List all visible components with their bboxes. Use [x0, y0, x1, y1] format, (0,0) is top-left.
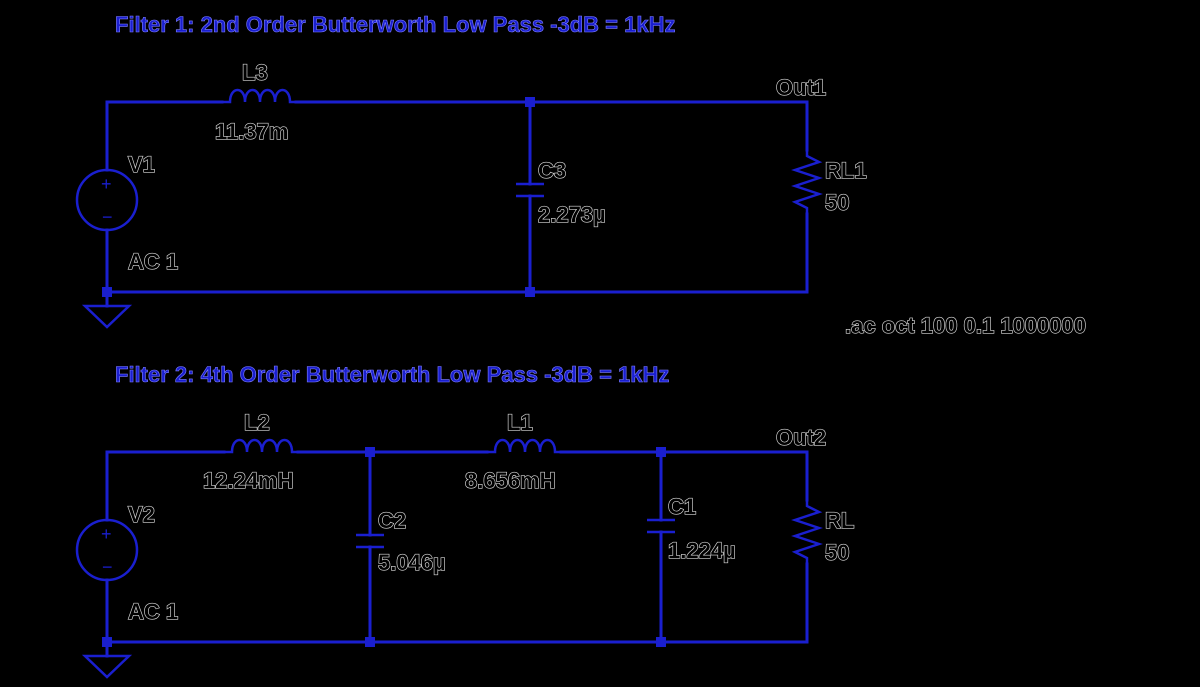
svg-text:−: − [102, 207, 113, 227]
inductor-l2[interactable] [224, 438, 298, 454]
inductor-name-label: L3 [242, 60, 268, 85]
inductor-name-label: L1 [507, 410, 533, 435]
svg-text:+: + [101, 174, 112, 194]
source-value-label: AC 1 [128, 249, 178, 274]
filter-2: Filter 2: 4th Order Butterworth Low Pass… [75, 362, 855, 679]
spice-directive[interactable]: .ac oct 100 0.1 1000000 [844, 312, 1086, 338]
voltage-source-v2[interactable]: + − [75, 518, 139, 582]
junction-dot [656, 447, 666, 457]
junction-dot [656, 637, 666, 647]
ground-symbol[interactable] [81, 654, 133, 679]
inductor-l1[interactable] [487, 438, 561, 454]
filter-2-title: Filter 2: 4th Order Butterworth Low Pass… [115, 362, 669, 387]
capacitor-c3[interactable] [516, 182, 544, 198]
net-label-out1[interactable]: Out1 [775, 74, 826, 100]
filter-1-wires[interactable] [105, 100, 809, 308]
capacitor-name-label: C3 [538, 158, 566, 183]
resistor-value-label: 50 [825, 190, 849, 215]
source-value-label: AC 1 [128, 599, 178, 624]
capacitor-value-label: 5.046µ [378, 550, 446, 575]
filter-1: Filter 1: 2nd Order Butterworth Low Pass… [75, 12, 867, 329]
svg-text:−: − [102, 557, 113, 577]
resistor-rl[interactable] [791, 500, 823, 564]
junction-dot [525, 287, 535, 297]
resistor-value-label: 50 [825, 540, 849, 565]
capacitor-name-label: C2 [378, 508, 406, 533]
resistor-name-label: RL1 [825, 158, 867, 183]
junction-dot [365, 447, 375, 457]
net-label-out2[interactable]: Out2 [775, 424, 826, 450]
junction-dot [365, 637, 375, 647]
source-name-label: V2 [128, 502, 155, 527]
inductor-value-label: 8.656mH [465, 468, 556, 493]
ground-symbol[interactable] [81, 304, 133, 329]
svg-text:+: + [101, 524, 112, 544]
junction-dot [102, 637, 112, 647]
capacitor-c2[interactable] [356, 533, 384, 549]
junction-dot [102, 287, 112, 297]
inductor-value-label: 11.37m [215, 119, 288, 144]
resistor-rl1[interactable] [791, 150, 823, 214]
inductor-value-label: 12.24mH [203, 468, 294, 493]
filter-2-wires[interactable] [105, 450, 809, 658]
capacitor-name-label: C1 [668, 494, 696, 519]
voltage-source-v1[interactable]: + − [75, 168, 139, 232]
junction-dot [525, 97, 535, 107]
resistor-name-label: RL [825, 508, 854, 533]
filter-1-title: Filter 1: 2nd Order Butterworth Low Pass… [115, 12, 676, 37]
inductor-l3[interactable] [222, 88, 296, 104]
inductor-name-label: L2 [244, 410, 270, 435]
source-name-label: V1 [128, 152, 155, 177]
capacitor-c1[interactable] [647, 518, 675, 534]
capacitor-value-label: 1.224µ [668, 538, 736, 563]
capacitor-value-label: 2.273µ [538, 202, 606, 227]
